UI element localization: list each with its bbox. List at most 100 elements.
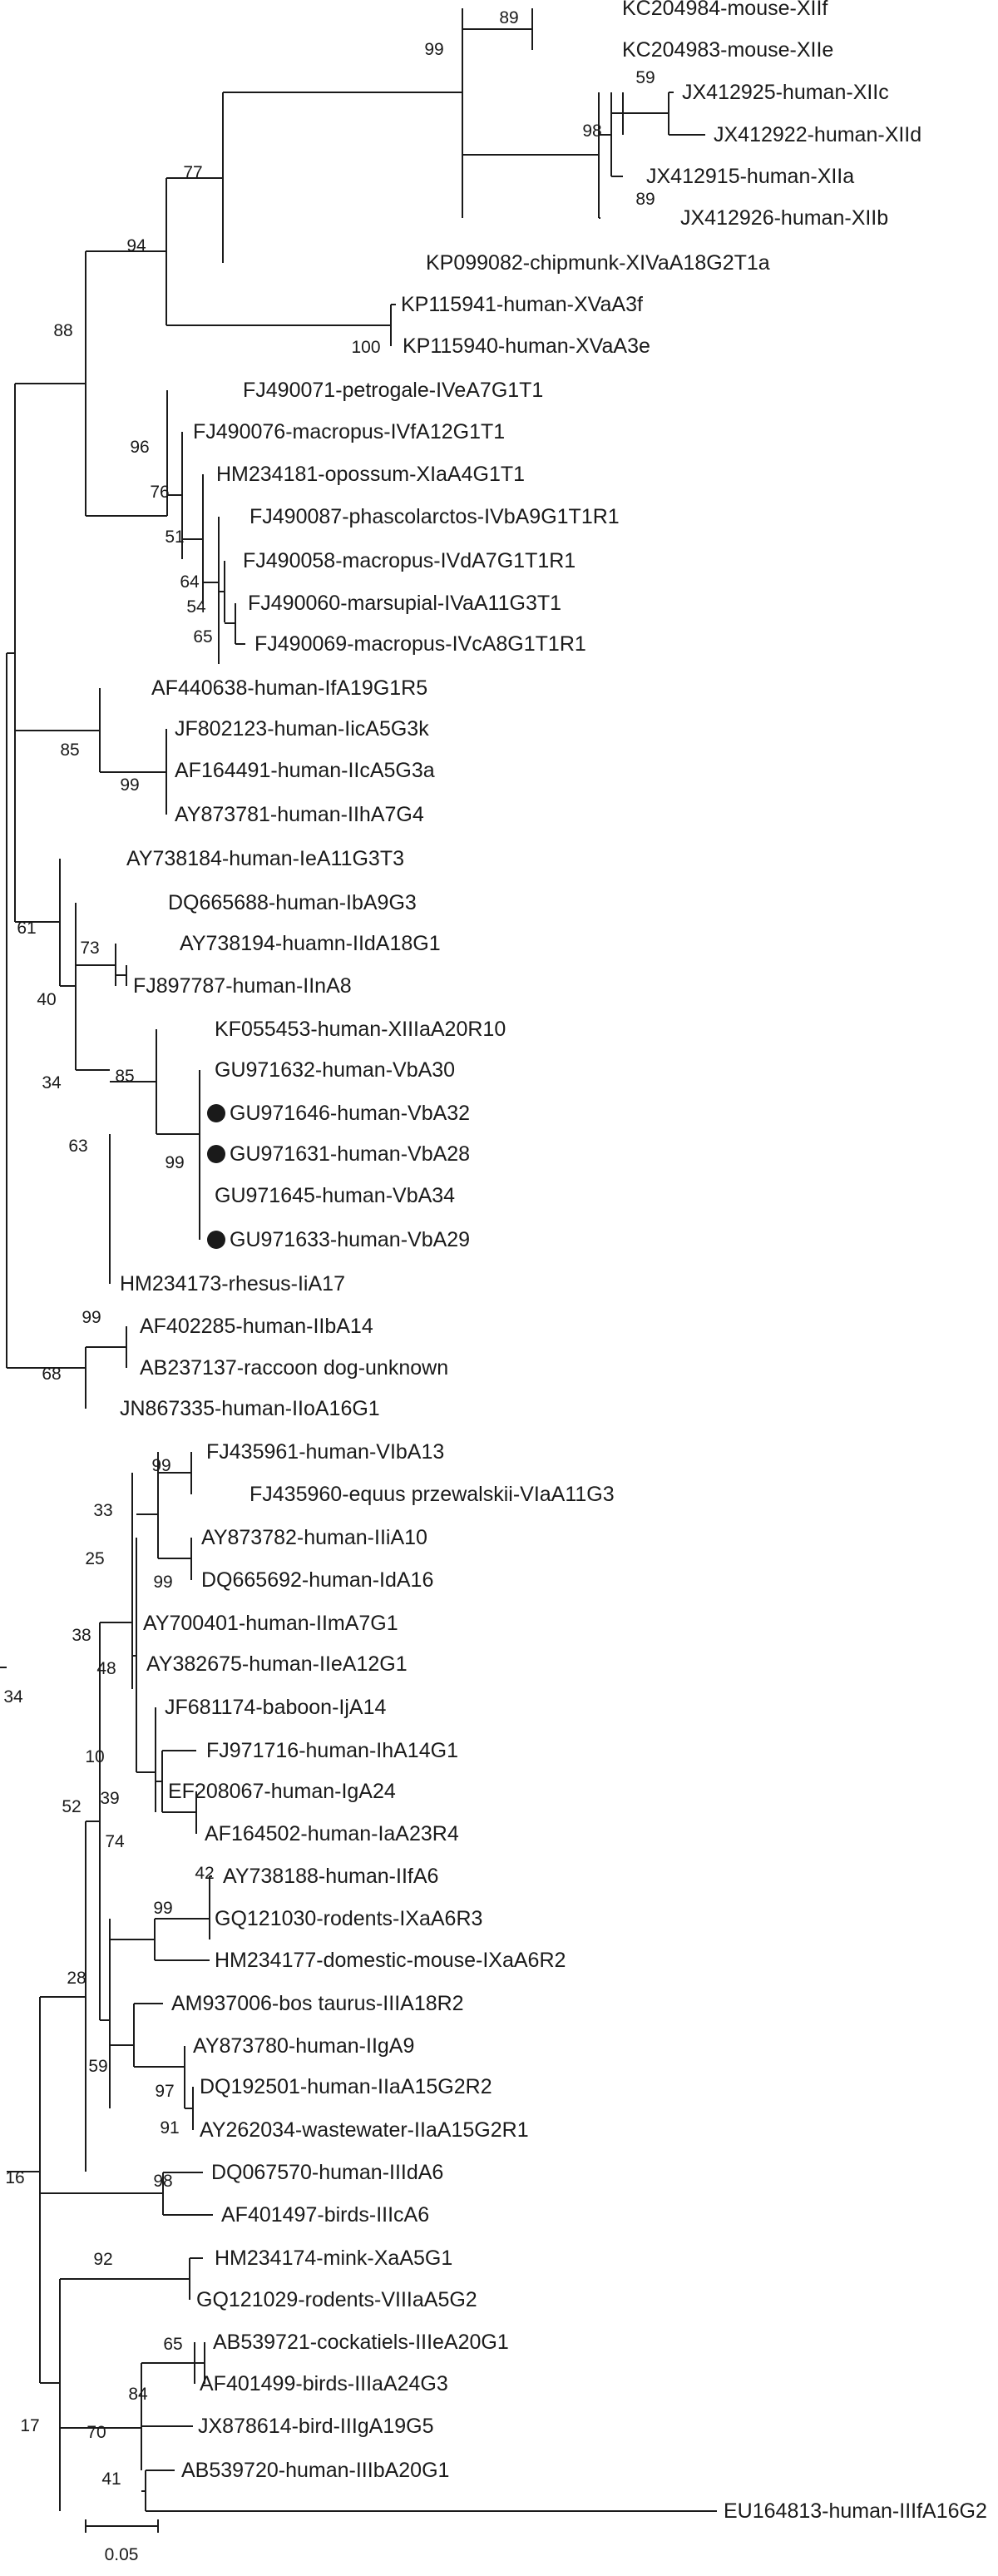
support-value-26: 99	[151, 1456, 170, 1475]
taxon-label-t17: AF440638-human-IfA19G1R5	[151, 676, 427, 700]
taxon-label-t23: AY738194-huamn-IIdA18G1	[180, 932, 441, 955]
support-value-30: 38	[72, 1626, 91, 1645]
support-value-15: 85	[60, 741, 79, 760]
taxon-label-t29: GU971645-human-VbA34	[215, 1184, 455, 1207]
taxon-label-t10: FJ490071-petrogale-IVeA7G1T1	[243, 379, 543, 402]
taxon-label-t8: KP115941-human-XVaA3f	[401, 293, 643, 316]
taxon-label-t3: JX412925-human-XIIc	[682, 81, 889, 104]
taxon-label-t19: AF164491-human-IIcA5G3a	[175, 759, 435, 782]
support-value-44: 16	[5, 2168, 24, 2187]
support-value-45: 92	[93, 2250, 112, 2269]
taxon-label-t50: DQ192501-human-IIaA15G2R2	[200, 2075, 492, 2098]
taxon-label-t53: AF401497-birds-IIIcA6	[221, 2203, 429, 2227]
support-value-11: 51	[165, 528, 184, 547]
support-value-14: 65	[193, 627, 212, 646]
scale-bar-label: 0.05	[105, 2545, 139, 2564]
taxon-label-t16: FJ490069-macropus-IVcA8G1T1R1	[254, 632, 586, 656]
taxon-label-t20: AY873781-human-IIhA7G4	[175, 803, 424, 826]
taxon-label-t11: FJ490076-macropus-IVfA12G1T1	[193, 420, 505, 443]
taxon-label-t42: FJ971716-human-IhA14G1	[206, 1739, 458, 1762]
taxon-label-t44: AF164502-human-IaA23R4	[205, 1822, 459, 1845]
support-value-42: 34	[3, 1687, 23, 1707]
taxon-label-t12: HM234181-opossum-XIaA4G1T1	[216, 463, 525, 486]
support-value-39: 59	[88, 2057, 107, 2076]
support-value-16: 99	[120, 775, 139, 795]
taxon-label-t24: FJ897787-human-IInA8	[133, 974, 352, 998]
taxon-label-t56: AB539721-cockatiels-IIIeA20G1	[213, 2331, 509, 2354]
taxon-label-t15: FJ490060-marsupial-IVaA11G3T1	[248, 592, 561, 615]
highlight-markers	[207, 1104, 225, 1249]
taxon-label-t7: KP099082-chipmunk-XIVaA18G2T1a	[426, 251, 770, 275]
support-value-40: 97	[155, 2082, 174, 2101]
support-value-4: 89	[635, 190, 655, 209]
support-value-28: 99	[153, 1573, 172, 1592]
taxon-label-t54: HM234174-mink-XaA5G1	[215, 2247, 452, 2270]
taxon-label-t32: AF402285-human-IIbA14	[140, 1315, 373, 1338]
taxon-label-t34: JN867335-human-IIoA16G1	[120, 1397, 380, 1420]
support-value-38: 28	[67, 1969, 86, 1988]
taxon-label-t30: GU971633-human-VbA29	[230, 1228, 470, 1251]
support-value-50: 41	[101, 2469, 121, 2489]
support-value-3: 98	[582, 121, 601, 141]
taxon-label-t4: JX412922-human-XIId	[714, 123, 921, 146]
support-value-5: 77	[183, 163, 202, 182]
taxon-label-t47: HM234177-domestic-mouse-IXaA6R2	[215, 1949, 566, 1972]
support-value-35: 52	[62, 1797, 81, 1816]
taxon-labels: KC204984-mouse-XIIfKC204983-mouse-XIIeJX…	[120, 0, 987, 2523]
taxon-label-t36: FJ435960-equus przewalskii-VIaA11G3	[250, 1483, 615, 1506]
taxon-label-t59: AB539720-human-IIIbA20G1	[181, 2459, 449, 2482]
taxon-label-t14: FJ490058-macropus-IVdA7G1T1R1	[243, 549, 576, 572]
taxon-label-t1: KC204984-mouse-XIIf	[622, 0, 828, 20]
support-value-21: 85	[115, 1067, 134, 1086]
taxon-label-t60: EU164813-human-IIIfA16G2	[724, 2499, 987, 2523]
taxon-label-t28: GU971631-human-VbA28	[230, 1142, 470, 1166]
support-value-46: 65	[163, 2335, 182, 2354]
support-value-49: 70	[86, 2423, 106, 2442]
taxon-label-t55: GQ121029-rodents-VIIIaA5G2	[196, 2288, 477, 2311]
tree-branches	[0, 8, 717, 2512]
support-value-43: 98	[153, 2172, 172, 2191]
support-value-27: 33	[93, 1501, 112, 1520]
support-value-19: 73	[80, 939, 99, 958]
support-value-2: 59	[635, 68, 655, 87]
support-value-17: 61	[17, 919, 36, 938]
scale-bar: 0.05	[85, 2519, 159, 2564]
highlight-marker-t30	[207, 1231, 225, 1249]
support-value-33: 39	[100, 1789, 119, 1808]
support-value-20: 34	[42, 1073, 62, 1092]
taxon-label-t26: GU971632-human-VbA30	[215, 1058, 455, 1082]
support-value-18: 40	[37, 990, 56, 1009]
highlight-marker-t28	[207, 1145, 225, 1163]
support-value-48: 17	[20, 2416, 39, 2435]
taxon-label-t22: DQ665688-human-IbA9G3	[168, 891, 417, 914]
taxon-label-t9: KP115940-human-XVaA3e	[403, 334, 650, 358]
support-value-41: 91	[160, 2118, 179, 2138]
taxon-label-t52: DQ067570-human-IIIdA6	[211, 2161, 443, 2184]
taxon-label-t58: JX878614-bird-IIIgA19G5	[198, 2415, 434, 2438]
support-value-31: 48	[96, 1659, 116, 1678]
taxon-label-t21: AY738184-human-IeA11G3T3	[126, 847, 404, 870]
taxon-label-t39: AY700401-human-IImA7G1	[143, 1612, 398, 1635]
taxon-label-t25: KF055453-human-XIIIaA20R10	[215, 1018, 506, 1041]
taxon-label-t41: JF681174-baboon-IjA14	[165, 1696, 386, 1719]
support-value-23: 63	[68, 1137, 87, 1156]
taxon-label-t38: DQ665692-human-IdA16	[201, 1568, 433, 1592]
taxon-label-t18: JF802123-human-IicA5G3k	[175, 717, 429, 741]
support-value-8: 88	[53, 321, 72, 340]
support-value-36: 42	[195, 1864, 214, 1883]
taxon-label-t6: JX412926-human-XIIb	[680, 206, 888, 230]
support-value-37: 99	[153, 1899, 172, 1918]
taxon-label-t37: AY873782-human-IIiA10	[201, 1526, 427, 1549]
taxon-label-t51: AY262034-wastewater-IIaA15G2R1	[200, 2118, 529, 2142]
taxon-label-t5: JX412915-human-XIIa	[646, 165, 854, 188]
taxon-label-t46: GQ121030-rodents-IXaA6R3	[215, 1907, 482, 1930]
support-value-0: 89	[499, 8, 518, 27]
support-value-22: 99	[165, 1153, 184, 1172]
support-value-13: 54	[186, 597, 206, 617]
support-value-6: 94	[126, 236, 146, 255]
taxon-label-t13: FJ490087-phascolarctos-IVbA9G1T1R1	[250, 505, 620, 528]
support-value-32: 10	[85, 1747, 104, 1766]
taxon-label-t27: GU971646-human-VbA32	[230, 1102, 470, 1125]
support-value-24: 99	[82, 1308, 101, 1327]
taxon-label-t2: KC204983-mouse-XIIe	[622, 38, 833, 62]
